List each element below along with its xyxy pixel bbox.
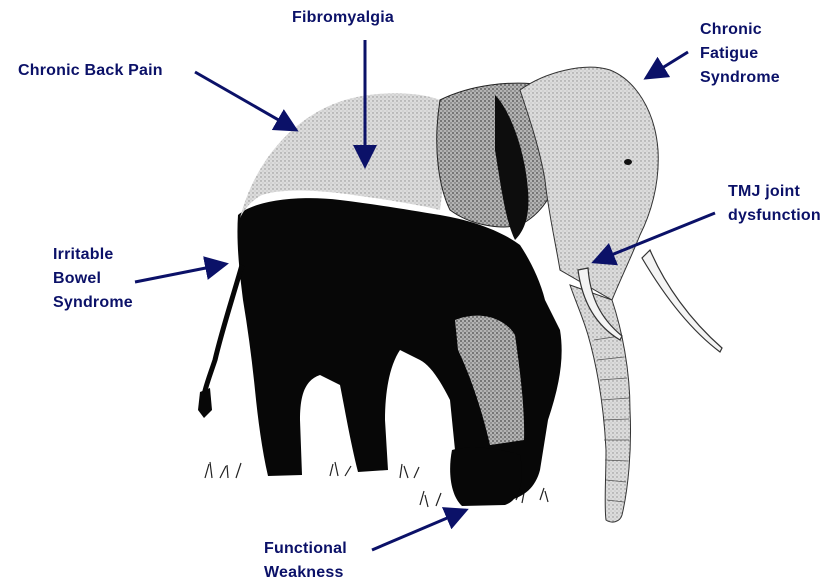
arrow-ibs xyxy=(135,264,226,282)
label-chronic-fatigue-syndrome: Chronic Fatigue Syndrome xyxy=(700,18,780,90)
arrow-weakness xyxy=(372,510,466,550)
label-chronic-back-pain: Chronic Back Pain xyxy=(18,59,163,83)
arrow-tmj xyxy=(594,213,715,262)
label-functional-weakness: Functional Weakness xyxy=(264,537,347,585)
arrow-cfs xyxy=(646,52,688,78)
label-fibromyalgia: Fibromyalgia xyxy=(292,6,394,30)
label-tmj-joint-dysfunction: TMJ joint dysfunction xyxy=(728,180,821,228)
arrow-back-pain xyxy=(195,72,296,130)
label-irritable-bowel-syndrome: Irritable Bowel Syndrome xyxy=(53,243,133,315)
